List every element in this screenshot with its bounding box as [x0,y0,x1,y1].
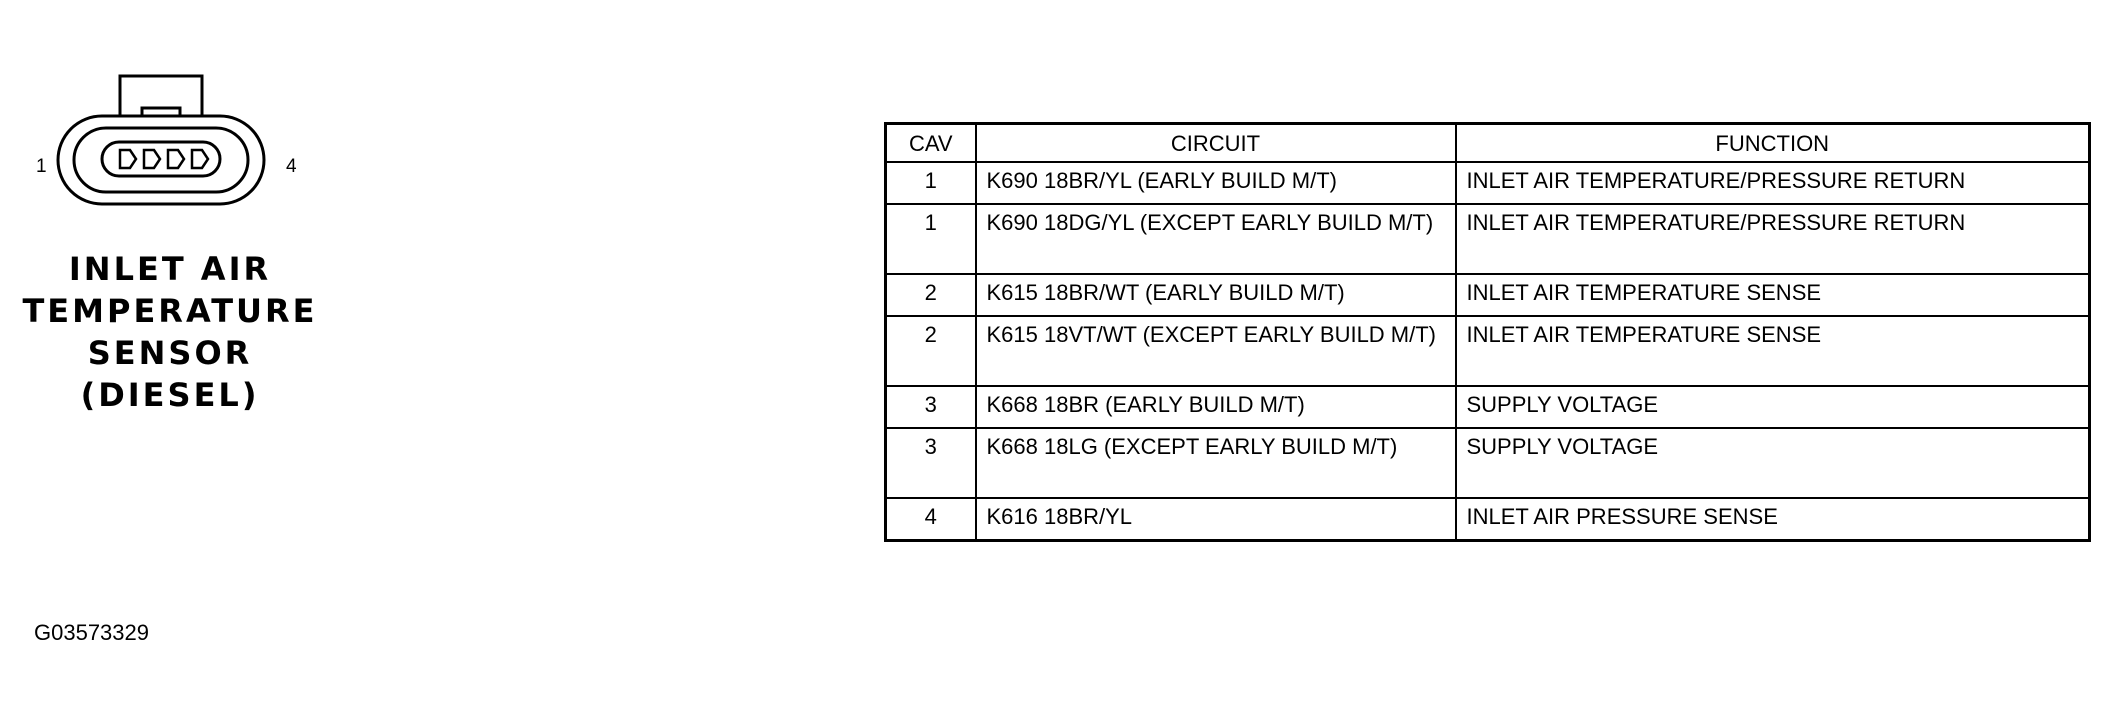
cell-function: INLET AIR PRESSURE SENSE [1454,497,2091,542]
pin-label-left: 1 [36,156,47,177]
sensor-title-line: INLET AIR [68,250,272,288]
figure-id: G03573329 [34,620,149,645]
cell-cav: 2 [884,273,977,317]
table-row: 4 K616 18BR/YL INLET AIR PRESSURE SENSE [884,497,2091,542]
header-cav: CAV [884,122,977,163]
cell-function: SUPPLY VOLTAGE [1454,385,2091,429]
pinout-table: CAV CIRCUIT FUNCTION 1 K690 18BR/YL (EAR… [884,122,2091,542]
connector-inner-shell [72,126,250,194]
cell-function: INLET AIR TEMPERATURE SENSE [1454,315,2091,387]
table-row: 2 K615 18BR/WT (EARLY BUILD M/T) INLET A… [884,273,2091,317]
terminal-cavity-1 [118,148,138,170]
table-header-row: CAV CIRCUIT FUNCTION [884,122,2091,163]
terminal-cavity-3 [166,148,186,170]
cell-circuit: K668 18BR (EARLY BUILD M/T) [974,385,1457,429]
cell-function: SUPPLY VOLTAGE [1454,427,2091,499]
table-row: 1 K690 18BR/YL (EARLY BUILD M/T) INLET A… [884,161,2091,205]
cell-cav: 1 [884,203,977,275]
header-circuit: CIRCUIT [974,122,1457,163]
cell-cav: 1 [884,161,977,205]
cell-circuit: K668 18LG (EXCEPT EARLY BUILD M/T) [974,427,1457,499]
cell-circuit: K615 18BR/WT (EARLY BUILD M/T) [974,273,1457,317]
cell-cav: 2 [884,315,977,387]
table-row: 3 K668 18LG (EXCEPT EARLY BUILD M/T) SUP… [884,427,2091,499]
connector-lock-tab [118,74,204,116]
table-row: 2 K615 18VT/WT (EXCEPT EARLY BUILD M/T) … [884,315,2091,387]
cell-circuit: K615 18VT/WT (EXCEPT EARLY BUILD M/T) [974,315,1457,387]
connector-face-diagram [56,74,266,206]
connector-cavity-housing [100,140,222,178]
table-row: 3 K668 18BR (EARLY BUILD M/T) SUPPLY VOL… [884,385,2091,429]
table-row: 1 K690 18DG/YL (EXCEPT EARLY BUILD M/T) … [884,203,2091,275]
terminal-cavity-4 [190,148,210,170]
sensor-title-line: SENSOR [87,334,253,372]
cell-function: INLET AIR TEMPERATURE/PRESSURE RETURN [1454,203,2091,275]
sensor-title-line: (DIESEL) [80,376,260,414]
pin-label-right: 4 [286,156,297,177]
sensor-title-line: TEMPERATURE [22,292,318,330]
cell-cav: 3 [884,385,977,429]
cell-function: INLET AIR TEMPERATURE/PRESSURE RETURN [1454,161,2091,205]
connector-outer-shell [56,114,266,206]
cell-cav: 4 [884,497,977,542]
cell-function: INLET AIR TEMPERATURE SENSE [1454,273,2091,317]
terminal-cavity-2 [142,148,162,170]
header-function: FUNCTION [1454,122,2091,163]
cell-circuit: K616 18BR/YL [974,497,1457,542]
cell-circuit: K690 18BR/YL (EARLY BUILD M/T) [974,161,1457,205]
cell-circuit: K690 18DG/YL (EXCEPT EARLY BUILD M/T) [974,203,1457,275]
terminal-cavities [118,148,210,170]
cell-cav: 3 [884,427,977,499]
sensor-title: INLET AIR TEMPERATURE SENSOR (DIESEL) [0,248,340,416]
